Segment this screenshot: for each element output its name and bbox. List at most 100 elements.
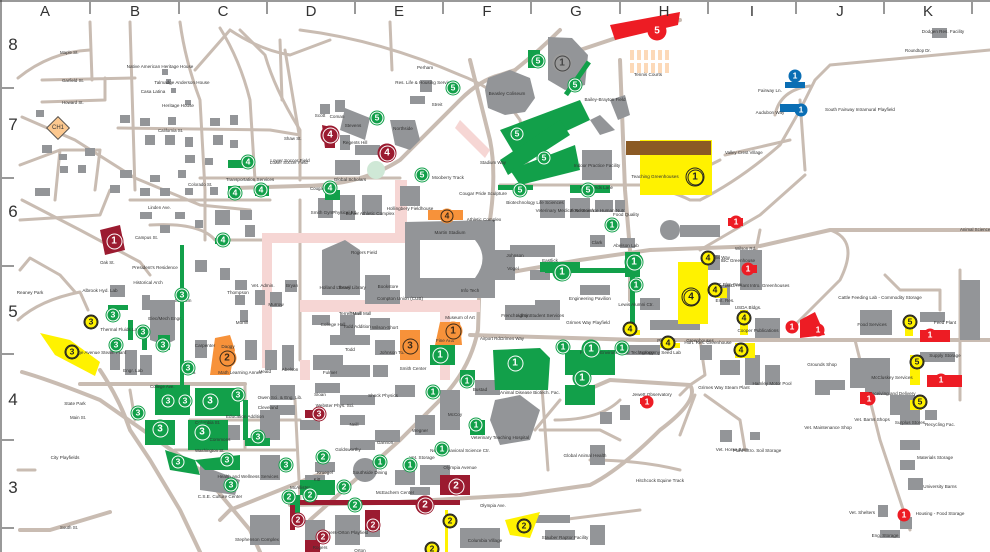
building-label[interactable]: Health and Wellness Services xyxy=(217,474,279,479)
parking-zone-green-marker[interactable]: 3 xyxy=(192,422,212,442)
building-label[interactable]: Scott xyxy=(314,113,326,118)
parking-zone-green-marker[interactable]: 5 xyxy=(509,126,525,142)
parking-zone-green-marker[interactable]: 1 xyxy=(604,217,620,233)
building-label[interactable]: State Park xyxy=(64,401,86,406)
building-label[interactable]: Columbia Village xyxy=(467,538,503,543)
building-label[interactable]: Stevens xyxy=(344,123,362,128)
building-label[interactable]: Bailey-Brayton Field xyxy=(584,97,626,102)
building-label[interactable]: Perham xyxy=(416,65,434,70)
parking-zone-green-marker[interactable]: 5 xyxy=(414,167,430,183)
parking-zone-orange-marker[interactable]: 1 xyxy=(443,321,463,341)
parking-zone-green-marker[interactable]: 3 xyxy=(219,452,235,468)
building-label[interactable]: Plant Intro. Soil Storage xyxy=(732,448,782,453)
parking-zone-green-marker[interactable]: 5 xyxy=(580,182,596,198)
parking-zone-green-marker[interactable]: 1 xyxy=(372,454,388,470)
building-label[interactable]: Regents Hill xyxy=(342,140,368,145)
building-label[interactable]: Todd xyxy=(345,347,355,352)
parking-zone-green-marker[interactable]: 1 xyxy=(555,339,571,355)
building-label[interactable]: Grimes Way Playfield xyxy=(566,320,610,325)
building-label[interactable]: City Playfields xyxy=(50,455,80,460)
building-label[interactable]: Animal Disease Biotech. Fac. xyxy=(500,390,560,395)
parking-zone-green-marker[interactable]: 1 xyxy=(628,277,644,293)
building-label[interactable]: Tennis Courts xyxy=(633,72,663,77)
parking-zone-yellow-marker[interactable]: 1 xyxy=(685,167,705,187)
building-label[interactable]: Bohler Athletic Complex xyxy=(345,211,395,216)
parking-zone-green-marker[interactable]: 4 xyxy=(240,154,256,170)
building-label[interactable]: Webster Phys. Sci. xyxy=(315,403,355,408)
building-label[interactable]: Education Addition xyxy=(225,414,265,419)
building-label[interactable]: Stauber Raptor Facility xyxy=(541,535,589,540)
parking-zone-green-marker[interactable]: 3 xyxy=(135,324,151,340)
building-label[interactable]: McEachern Center xyxy=(375,490,415,495)
building-label[interactable]: Fine Arts xyxy=(435,338,455,343)
building-label[interactable]: Bookstore xyxy=(377,284,399,289)
building-label[interactable]: Housing - Food Storage xyxy=(915,511,965,516)
building-label[interactable]: Res. Life & Housing Services xyxy=(395,80,455,85)
parking-zone-green-marker[interactable]: 1 xyxy=(468,417,484,433)
parking-zone-yellow-marker[interactable]: 4 xyxy=(707,282,723,298)
building-label[interactable]: Athletic Complex xyxy=(466,217,502,222)
parking-zone-blue-marker[interactable]: 1 xyxy=(788,69,802,83)
building-label[interactable]: Biotechnology Life Sciences xyxy=(506,200,564,205)
parking-zone-orange-marker[interactable]: 2 xyxy=(217,348,237,368)
parking-zone-maroon-marker[interactable]: 2 xyxy=(315,529,331,545)
building-label[interactable]: Hort. Res. Greenhouse xyxy=(684,340,732,345)
building-label[interactable]: USDA Bldgs. xyxy=(734,305,762,310)
parking-zone-green-marker[interactable]: 3 xyxy=(160,393,176,409)
building-label[interactable]: Goldsworthy xyxy=(335,447,361,452)
parking-zone-maroon-marker[interactable]: 2 xyxy=(290,512,306,528)
parking-zone-green-marker[interactable]: 4 xyxy=(227,185,243,201)
building-label[interactable]: Math Learning Annex xyxy=(218,370,262,375)
building-label[interactable]: Hitchcock Equine Track xyxy=(636,478,684,483)
parking-zone-green-marker[interactable]: 1 xyxy=(459,373,475,389)
building-label[interactable]: Rogers xyxy=(312,545,328,550)
building-label[interactable]: Thermal Fluids Lab xyxy=(100,327,140,332)
parking-zone-green-marker[interactable]: 3 xyxy=(105,307,121,323)
building-label[interactable]: Terrell Library xyxy=(338,285,366,290)
building-label[interactable]: Audubon Way xyxy=(755,110,785,115)
building-label[interactable]: Food Science Human Nutr. xyxy=(570,208,626,213)
parking-zone-green-marker[interactable]: 5 xyxy=(536,150,552,166)
parking-zone-yellow-marker[interactable]: 5 xyxy=(902,314,918,330)
building-label[interactable]: Compton Union (CUB) xyxy=(377,296,423,301)
building-label[interactable]: Martin Stadium xyxy=(434,230,466,235)
parking-zone-green-marker[interactable]: 3 xyxy=(170,454,186,470)
building-label[interactable]: Mooberry Track xyxy=(432,175,464,180)
building-label[interactable]: Vet. Storage xyxy=(409,455,435,460)
parking-zone-green-marker[interactable]: 1 xyxy=(425,384,441,400)
parking-zone-green-marker[interactable]: 5 xyxy=(512,182,528,198)
parking-zone-green-marker[interactable]: 1 xyxy=(581,339,601,359)
building-label[interactable]: Teaching Greenhouses xyxy=(631,174,679,179)
parking-zone-green-marker[interactable]: 3 xyxy=(223,477,239,493)
parking-zone-maroon-marker[interactable]: 2 xyxy=(415,495,435,515)
building-label[interactable]: Daggy xyxy=(221,344,235,349)
building-label[interactable]: Reaney Park xyxy=(16,290,44,295)
parking-zone-green-marker[interactable]: 2 xyxy=(347,497,363,513)
building-label[interactable]: Wegner xyxy=(411,428,429,433)
building-label[interactable]: College Hall xyxy=(320,322,346,327)
parking-zone-green-marker[interactable]: 1 xyxy=(624,252,644,272)
building-label[interactable]: Lewis Alumni Ctr. xyxy=(618,302,654,307)
parking-zone-green-marker[interactable]: 1 xyxy=(430,345,450,365)
building-label[interactable]: Info Tech xyxy=(460,288,480,293)
building-label[interactable]: Vet. Admin. xyxy=(251,283,275,288)
building-label[interactable]: Holland Library xyxy=(319,285,351,290)
building-label[interactable]: Beasley Coliseum xyxy=(488,91,526,96)
building-label[interactable]: Talmadge Anderson House xyxy=(154,80,210,85)
building-label[interactable]: Vet. Shelters xyxy=(848,510,876,515)
building-label[interactable]: Cougar Pride Sculpture xyxy=(459,191,507,196)
parking-zone-yellow-marker[interactable]: 4 xyxy=(700,250,716,266)
building-label[interactable]: Morrill xyxy=(235,320,249,325)
parking-zone-maroon-marker[interactable]: 4 xyxy=(377,143,397,163)
parking-zone-green-marker[interactable]: 2 xyxy=(336,479,352,495)
parking-zone-maroon-marker[interactable]: 2 xyxy=(446,476,466,496)
building-label[interactable]: Grounds Shop xyxy=(807,362,837,367)
building-label[interactable]: Southside Dining xyxy=(352,470,388,475)
parking-zone-green-marker[interactable]: 3 xyxy=(150,419,170,439)
building-label[interactable]: Northside xyxy=(393,126,413,131)
building-label[interactable]: IBC Plnt. Fac. xyxy=(713,282,743,287)
parking-zone-green-marker[interactable]: 4 xyxy=(253,182,269,198)
parking-zone-yellow-marker[interactable]: 3 xyxy=(83,314,99,330)
parking-zone-green-marker[interactable]: 3 xyxy=(250,429,266,445)
parking-zone-green-marker[interactable]: 3 xyxy=(200,391,220,411)
